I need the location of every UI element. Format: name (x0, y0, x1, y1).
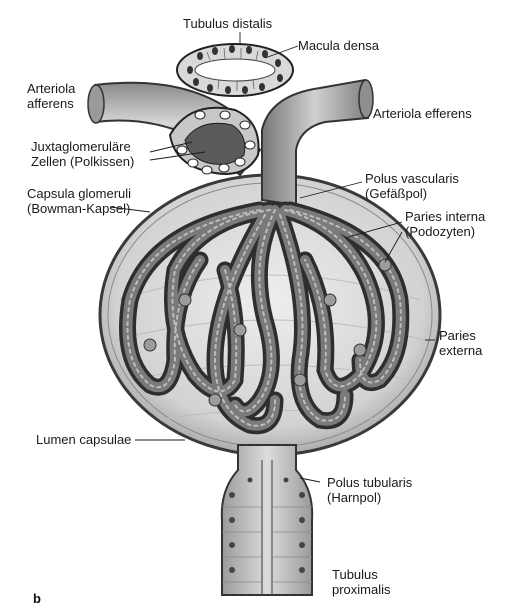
label-macula-densa: Macula densa (298, 38, 379, 53)
label-polus-vascularis: Polus vascularis(Gefäßpol) (365, 171, 459, 201)
juxtaglomerular-cells (170, 108, 259, 174)
panel-letter: b (33, 591, 41, 606)
label-paries-externa: Pariesexterna (439, 328, 482, 358)
label-arteriola-afferens: Arteriolaafferens (27, 81, 75, 111)
label-lumen-capsulae: Lumen capsulae (36, 432, 131, 447)
label-paries-interna: Paries interna(Podozyten) (405, 209, 485, 239)
label-polus-tubularis: Polus tubularis(Harnpol) (327, 475, 412, 505)
label-juxtaglomerulaere-zellen: JuxtaglomeruläreZellen (Polkissen) (31, 139, 134, 169)
proximal-tubule (222, 445, 312, 595)
label-arteriola-efferens: Arteriola efferens (373, 106, 472, 121)
label-tubulus-proximalis: Tubulusproximalis (332, 567, 391, 597)
label-capsula-glomeruli: Capsula glomeruli(Bowman-Kapsel) (27, 186, 131, 216)
distal-tubule (177, 44, 293, 96)
label-tubulus-distalis: Tubulus distalis (183, 16, 272, 31)
